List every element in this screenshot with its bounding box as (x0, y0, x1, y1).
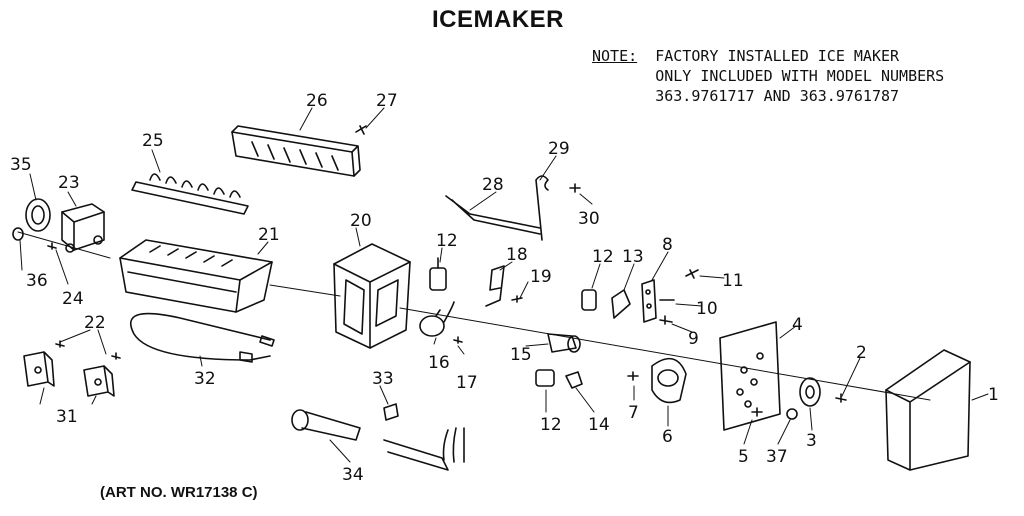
part-12-switch-low (535, 369, 555, 387)
note-line-3: 363.9761717 AND 363.9761787 (655, 87, 900, 105)
callout-35: 35 (10, 155, 32, 175)
part-2-screw (835, 393, 847, 403)
callout-19: 19 (530, 267, 552, 287)
part-22-screw-b (111, 352, 121, 360)
art-number: (ART NO. WR17138 C) (100, 484, 258, 501)
part-4-plate (719, 321, 781, 431)
callout-8: 8 (662, 235, 673, 255)
callout-14: 14 (588, 415, 610, 435)
callout-32: 32 (194, 369, 216, 389)
part-28-arm (445, 195, 541, 235)
part-8-plate (641, 279, 657, 323)
part-9-screw (659, 315, 673, 325)
callout-2: 2 (856, 343, 867, 363)
part-21-mold (119, 239, 273, 313)
part-37-nut (786, 408, 798, 420)
callout-20: 20 (350, 211, 372, 231)
callout-13: 13 (622, 247, 644, 267)
factory-note: NOTE: FACTORY INSTALLED ICE MAKER ONLY I… (592, 46, 944, 106)
callout-34: 34 (342, 465, 364, 485)
part-11-screw (685, 269, 699, 279)
callout-22: 22 (84, 313, 106, 333)
part-31-bracket-b (83, 365, 115, 397)
part-3-gear (799, 377, 821, 407)
note-label: NOTE: (592, 47, 638, 65)
callout-9: 9 (688, 329, 699, 349)
part-24-screw (47, 242, 57, 250)
leader-lines (19, 107, 989, 463)
callout-3: 3 (806, 431, 817, 451)
part-33-connector (383, 403, 399, 421)
heater-terminals (239, 335, 275, 363)
part-32-heater (129, 312, 271, 361)
callout-30: 30 (578, 209, 600, 229)
callout-29: 29 (548, 139, 570, 159)
callout-16: 16 (428, 353, 450, 373)
part-30-screw (569, 183, 581, 193)
callout-12-top: 12 (436, 231, 458, 251)
part-18-bracket (485, 265, 505, 307)
part-12-switch-top (429, 257, 447, 291)
note-line-2: ONLY INCLUDED WITH MODEL NUMBERS (655, 67, 945, 85)
callout-24: 24 (62, 289, 84, 309)
part-17-screw (453, 336, 463, 344)
part-5-screw (751, 407, 763, 417)
callout-26: 26 (306, 91, 328, 111)
part-29-arm (535, 175, 549, 241)
part-20-housing (333, 243, 411, 349)
callout-33: 33 (372, 369, 394, 389)
callout-12-low: 12 (540, 415, 562, 435)
callout-18: 18 (506, 245, 528, 265)
part-23-bracket (61, 203, 105, 253)
diagram-title: ICEMAKER (432, 6, 565, 33)
part-36-washer (12, 227, 24, 241)
part-26-stripper (231, 125, 361, 177)
callout-21: 21 (258, 225, 280, 245)
callout-36: 36 (26, 271, 48, 291)
callout-11: 11 (722, 271, 744, 291)
callout-15: 15 (510, 345, 532, 365)
callout-7: 7 (628, 403, 639, 423)
part-6-motor (651, 357, 687, 404)
callout-1: 1 (988, 385, 999, 405)
part-15-thermostat (547, 333, 581, 353)
callout-17: 17 (456, 373, 478, 393)
callout-25: 25 (142, 131, 164, 151)
callout-4: 4 (792, 315, 803, 335)
part-14-clip (565, 371, 583, 389)
callout-23: 23 (58, 173, 80, 193)
callout-37: 37 (766, 447, 788, 467)
callout-labels: 35 23 36 24 25 26 27 21 20 22 32 31 28 2… (10, 91, 999, 485)
callout-10: 10 (696, 299, 718, 319)
part-1-cover (885, 349, 971, 471)
callout-27: 27 (376, 91, 398, 111)
callout-31: 31 (56, 407, 78, 427)
callout-28: 28 (482, 175, 504, 195)
callout-12-mid: 12 (592, 247, 614, 267)
part-13-lever (611, 289, 631, 319)
part-25-ejector (131, 173, 249, 215)
callout-5: 5 (738, 447, 749, 467)
assembly-axis-line (17, 231, 931, 401)
part-27-screw (355, 125, 367, 135)
part-35-ring (25, 198, 51, 232)
note-line-1: FACTORY INSTALLED ICE MAKER (655, 47, 900, 65)
part-7-screw (627, 371, 639, 381)
part-16-motor (419, 301, 455, 337)
part-31-bracket-a (23, 351, 55, 387)
part-12-switch-mid (581, 289, 597, 311)
part-34-harness (291, 409, 465, 471)
callout-6: 6 (662, 427, 673, 447)
